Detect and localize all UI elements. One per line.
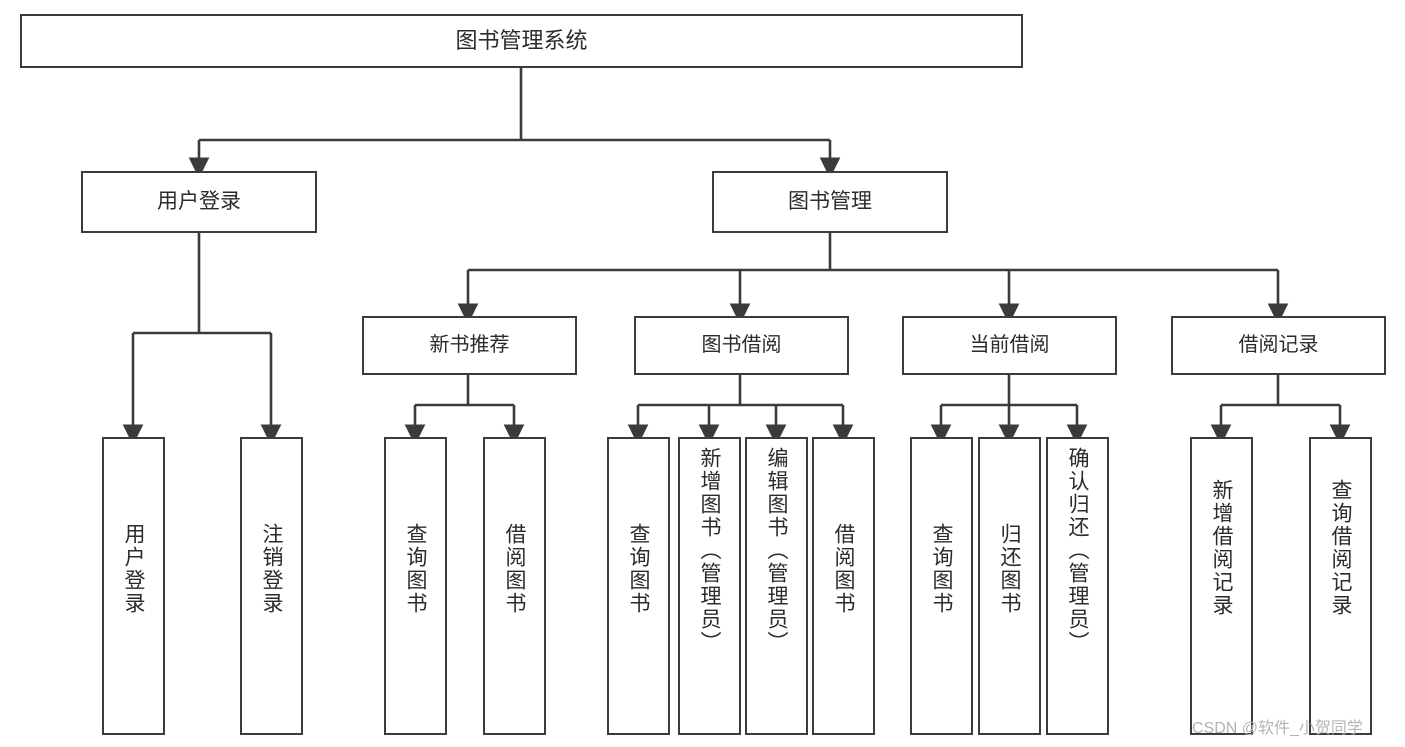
node-label: 查询图书 [404, 523, 427, 615]
leaf-add-borrow-record[interactable]: 新增借阅记录 [1190, 437, 1253, 735]
node-book-manage[interactable]: 图书管理 [712, 171, 948, 233]
node-root-system[interactable]: 图书管理系统 [20, 14, 1023, 68]
node-label: 查询图书 [627, 523, 650, 615]
node-label: 编辑图书（管理员） [765, 447, 788, 654]
leaf-add-book[interactable]: 新增图书（管理员） [678, 437, 741, 735]
node-book-borrow[interactable]: 图书借阅 [634, 316, 849, 375]
node-label: 图书管理系统 [455, 28, 588, 54]
node-new-book-recommend[interactable]: 新书推荐 [362, 316, 577, 375]
node-label: 新增图书（管理员） [698, 447, 721, 654]
leaf-confirm-return[interactable]: 确认归还（管理员） [1046, 437, 1109, 735]
leaf-query-book-3[interactable]: 查询图书 [910, 437, 973, 735]
node-current-borrow[interactable]: 当前借阅 [902, 316, 1117, 375]
node-label: 借阅图书 [832, 523, 855, 615]
leaf-query-book-1[interactable]: 查询图书 [384, 437, 447, 735]
leaf-borrow-book-1[interactable]: 借阅图书 [483, 437, 546, 735]
node-label: 查询借阅记录 [1329, 479, 1352, 617]
node-label: 注销登录 [260, 523, 283, 615]
leaf-logout[interactable]: 注销登录 [240, 437, 303, 735]
leaf-borrow-book-2[interactable]: 借阅图书 [812, 437, 875, 735]
leaf-edit-book[interactable]: 编辑图书（管理员） [745, 437, 808, 735]
leaf-return-book[interactable]: 归还图书 [978, 437, 1041, 735]
node-label: 查询图书 [930, 523, 953, 615]
node-label: 借阅图书 [503, 523, 526, 615]
node-label: 图书管理 [788, 189, 872, 213]
node-label: 新书推荐 [429, 333, 510, 356]
node-label: 图书借阅 [701, 333, 782, 356]
csdn-watermark: CSDN @软件_小贺同学 [1192, 720, 1363, 737]
node-borrow-record[interactable]: 借阅记录 [1171, 316, 1386, 375]
node-label: 用户登录 [122, 523, 145, 615]
node-label: 新增借阅记录 [1210, 479, 1233, 617]
node-label: 当前借阅 [969, 333, 1050, 356]
node-label: 归还图书 [998, 523, 1021, 615]
leaf-query-borrow-record[interactable]: 查询借阅记录 [1309, 437, 1372, 735]
node-label: 用户登录 [157, 189, 241, 213]
leaf-user-login[interactable]: 用户登录 [102, 437, 165, 735]
node-label: 借阅记录 [1238, 333, 1319, 356]
node-label: 确认归还（管理员） [1066, 447, 1089, 654]
leaf-query-book-2[interactable]: 查询图书 [607, 437, 670, 735]
node-user-login[interactable]: 用户登录 [81, 171, 317, 233]
